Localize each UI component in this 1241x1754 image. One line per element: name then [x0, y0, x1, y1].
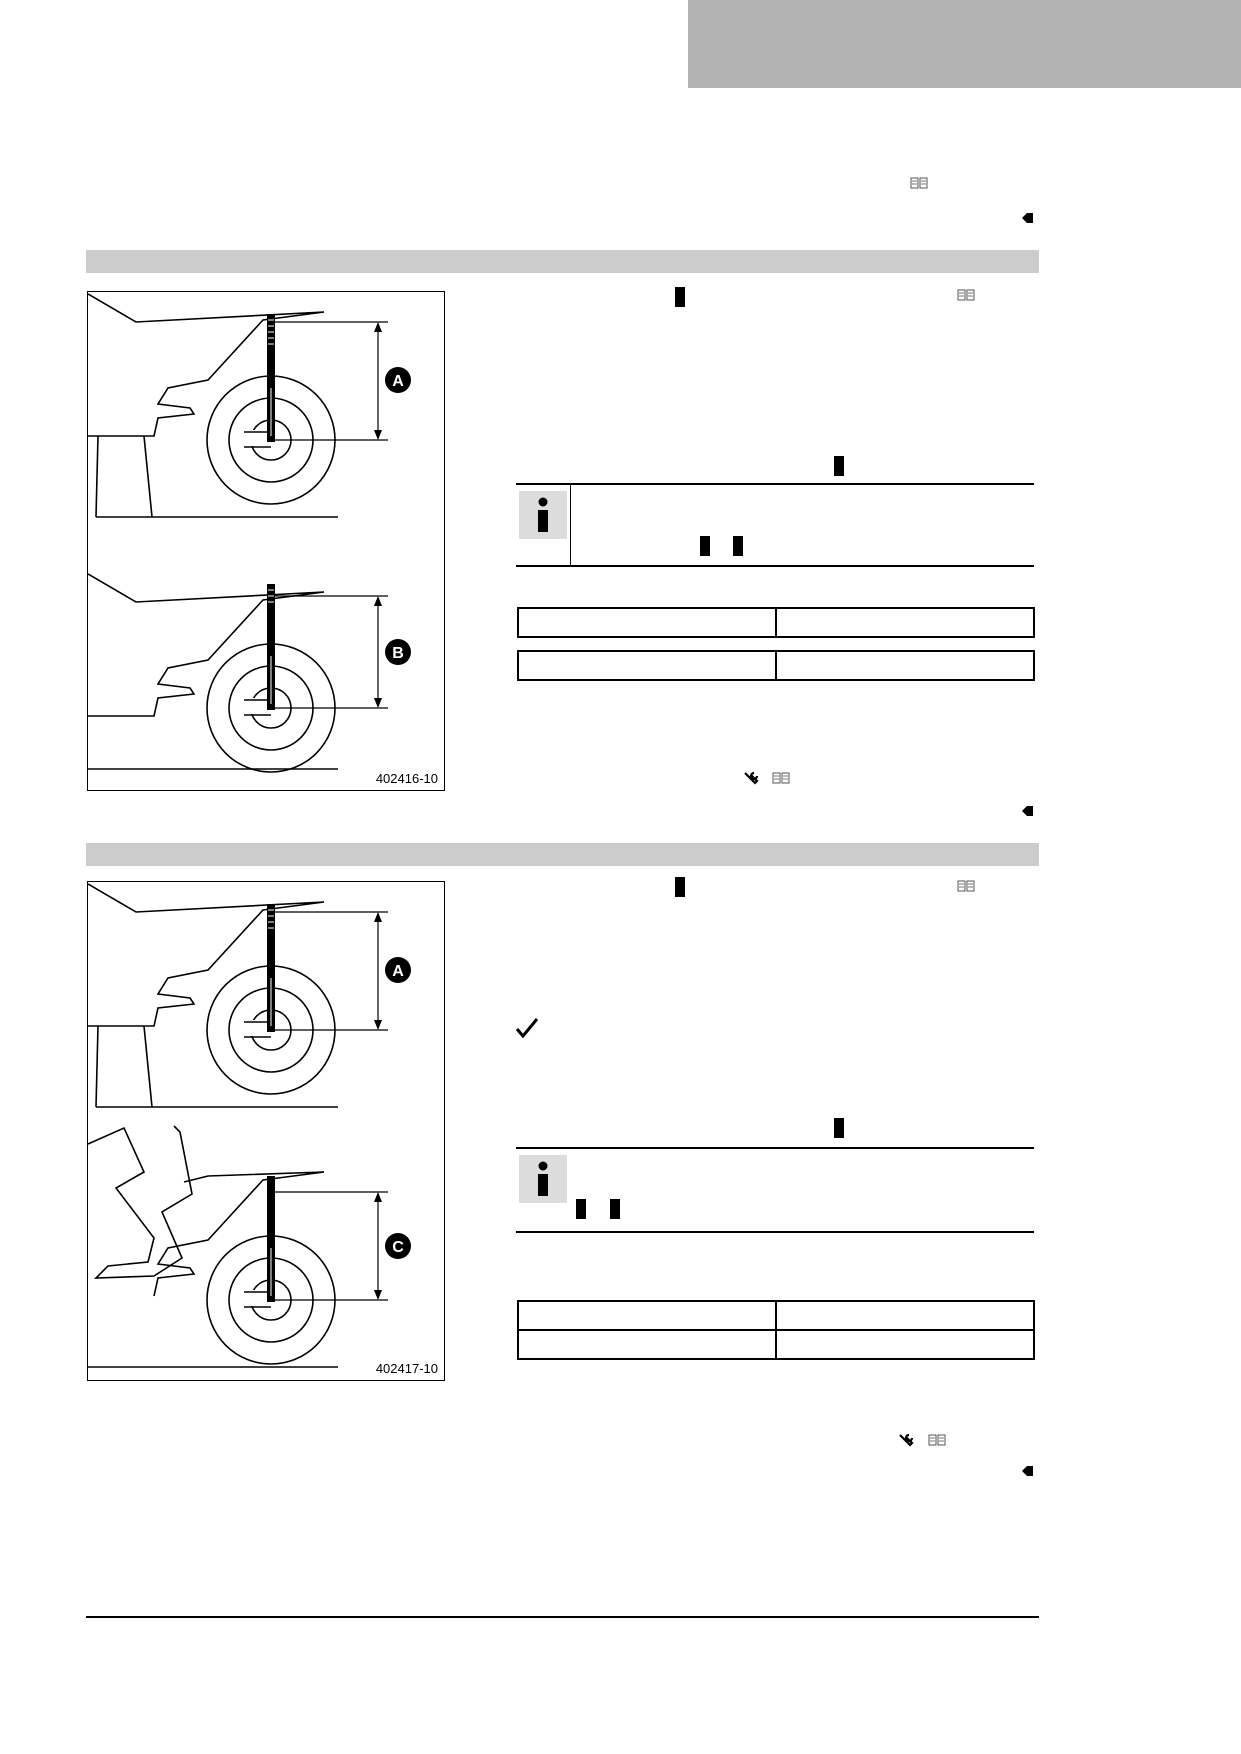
- wrench-icon: [744, 771, 759, 785]
- table-row: [517, 650, 1035, 681]
- section-bar-2: [86, 843, 1039, 866]
- spec-table-2: [517, 650, 1035, 681]
- table-cell: [517, 1329, 777, 1360]
- callout-mark: [675, 877, 685, 897]
- table-cell: [517, 607, 777, 638]
- book-icon: [957, 880, 975, 892]
- table-row: [517, 607, 1035, 638]
- table-cell: [775, 650, 1035, 681]
- info-icon: [519, 1155, 567, 1203]
- figure-top-drawing: A B: [88, 293, 411, 773]
- table-row: [517, 1329, 1035, 1360]
- info-bottom-rule: [516, 1231, 1034, 1233]
- marker-A-bottom: A: [392, 963, 404, 980]
- section-bar-1: [86, 250, 1039, 273]
- table-cell: [517, 1300, 777, 1331]
- section-end-icon: [1022, 213, 1033, 223]
- figure-bottom-label: 402417-10: [375, 1361, 438, 1376]
- marker-A-top: A: [392, 373, 404, 390]
- figure-top-label: 402416-10: [375, 771, 438, 786]
- callout-mark: [576, 1199, 586, 1219]
- table-cell: [775, 1329, 1035, 1360]
- section-end-icon: [1022, 806, 1033, 816]
- callout-mark: [733, 536, 743, 556]
- info-icon: [519, 491, 567, 539]
- info-divider: [570, 483, 571, 567]
- table-cell: [775, 607, 1035, 638]
- info-bottom-rule: [516, 565, 1034, 567]
- book-icon: [957, 289, 975, 301]
- book-icon: [928, 1434, 946, 1446]
- book-icon: [772, 772, 790, 784]
- checkmark-icon: [515, 1018, 539, 1039]
- callout-mark: [675, 287, 685, 307]
- figure-bottom-drawing: A C: [88, 883, 411, 1368]
- callout-mark: [834, 1118, 844, 1138]
- wrench-icon: [899, 1433, 914, 1447]
- spec-table-3: [517, 1300, 1035, 1360]
- marker-C: C: [392, 1239, 404, 1256]
- section-end-icon: [1022, 1466, 1033, 1476]
- info-top-rule: [516, 1147, 1034, 1149]
- callout-mark: [700, 536, 710, 556]
- table-cell: [517, 650, 777, 681]
- callout-mark: [834, 456, 844, 476]
- figure-bottom: A C 402417-10: [87, 881, 445, 1381]
- book-icon: [910, 177, 928, 189]
- header-tab: [688, 0, 1241, 88]
- spec-table-1: [517, 607, 1035, 638]
- marker-B: B: [392, 645, 404, 662]
- table-cell: [775, 1300, 1035, 1331]
- info-top-rule: [516, 483, 1034, 485]
- footer-rule: [86, 1616, 1039, 1618]
- figure-top: A B 402416-10: [87, 291, 445, 791]
- callout-mark: [610, 1199, 620, 1219]
- table-row: [517, 1300, 1035, 1331]
